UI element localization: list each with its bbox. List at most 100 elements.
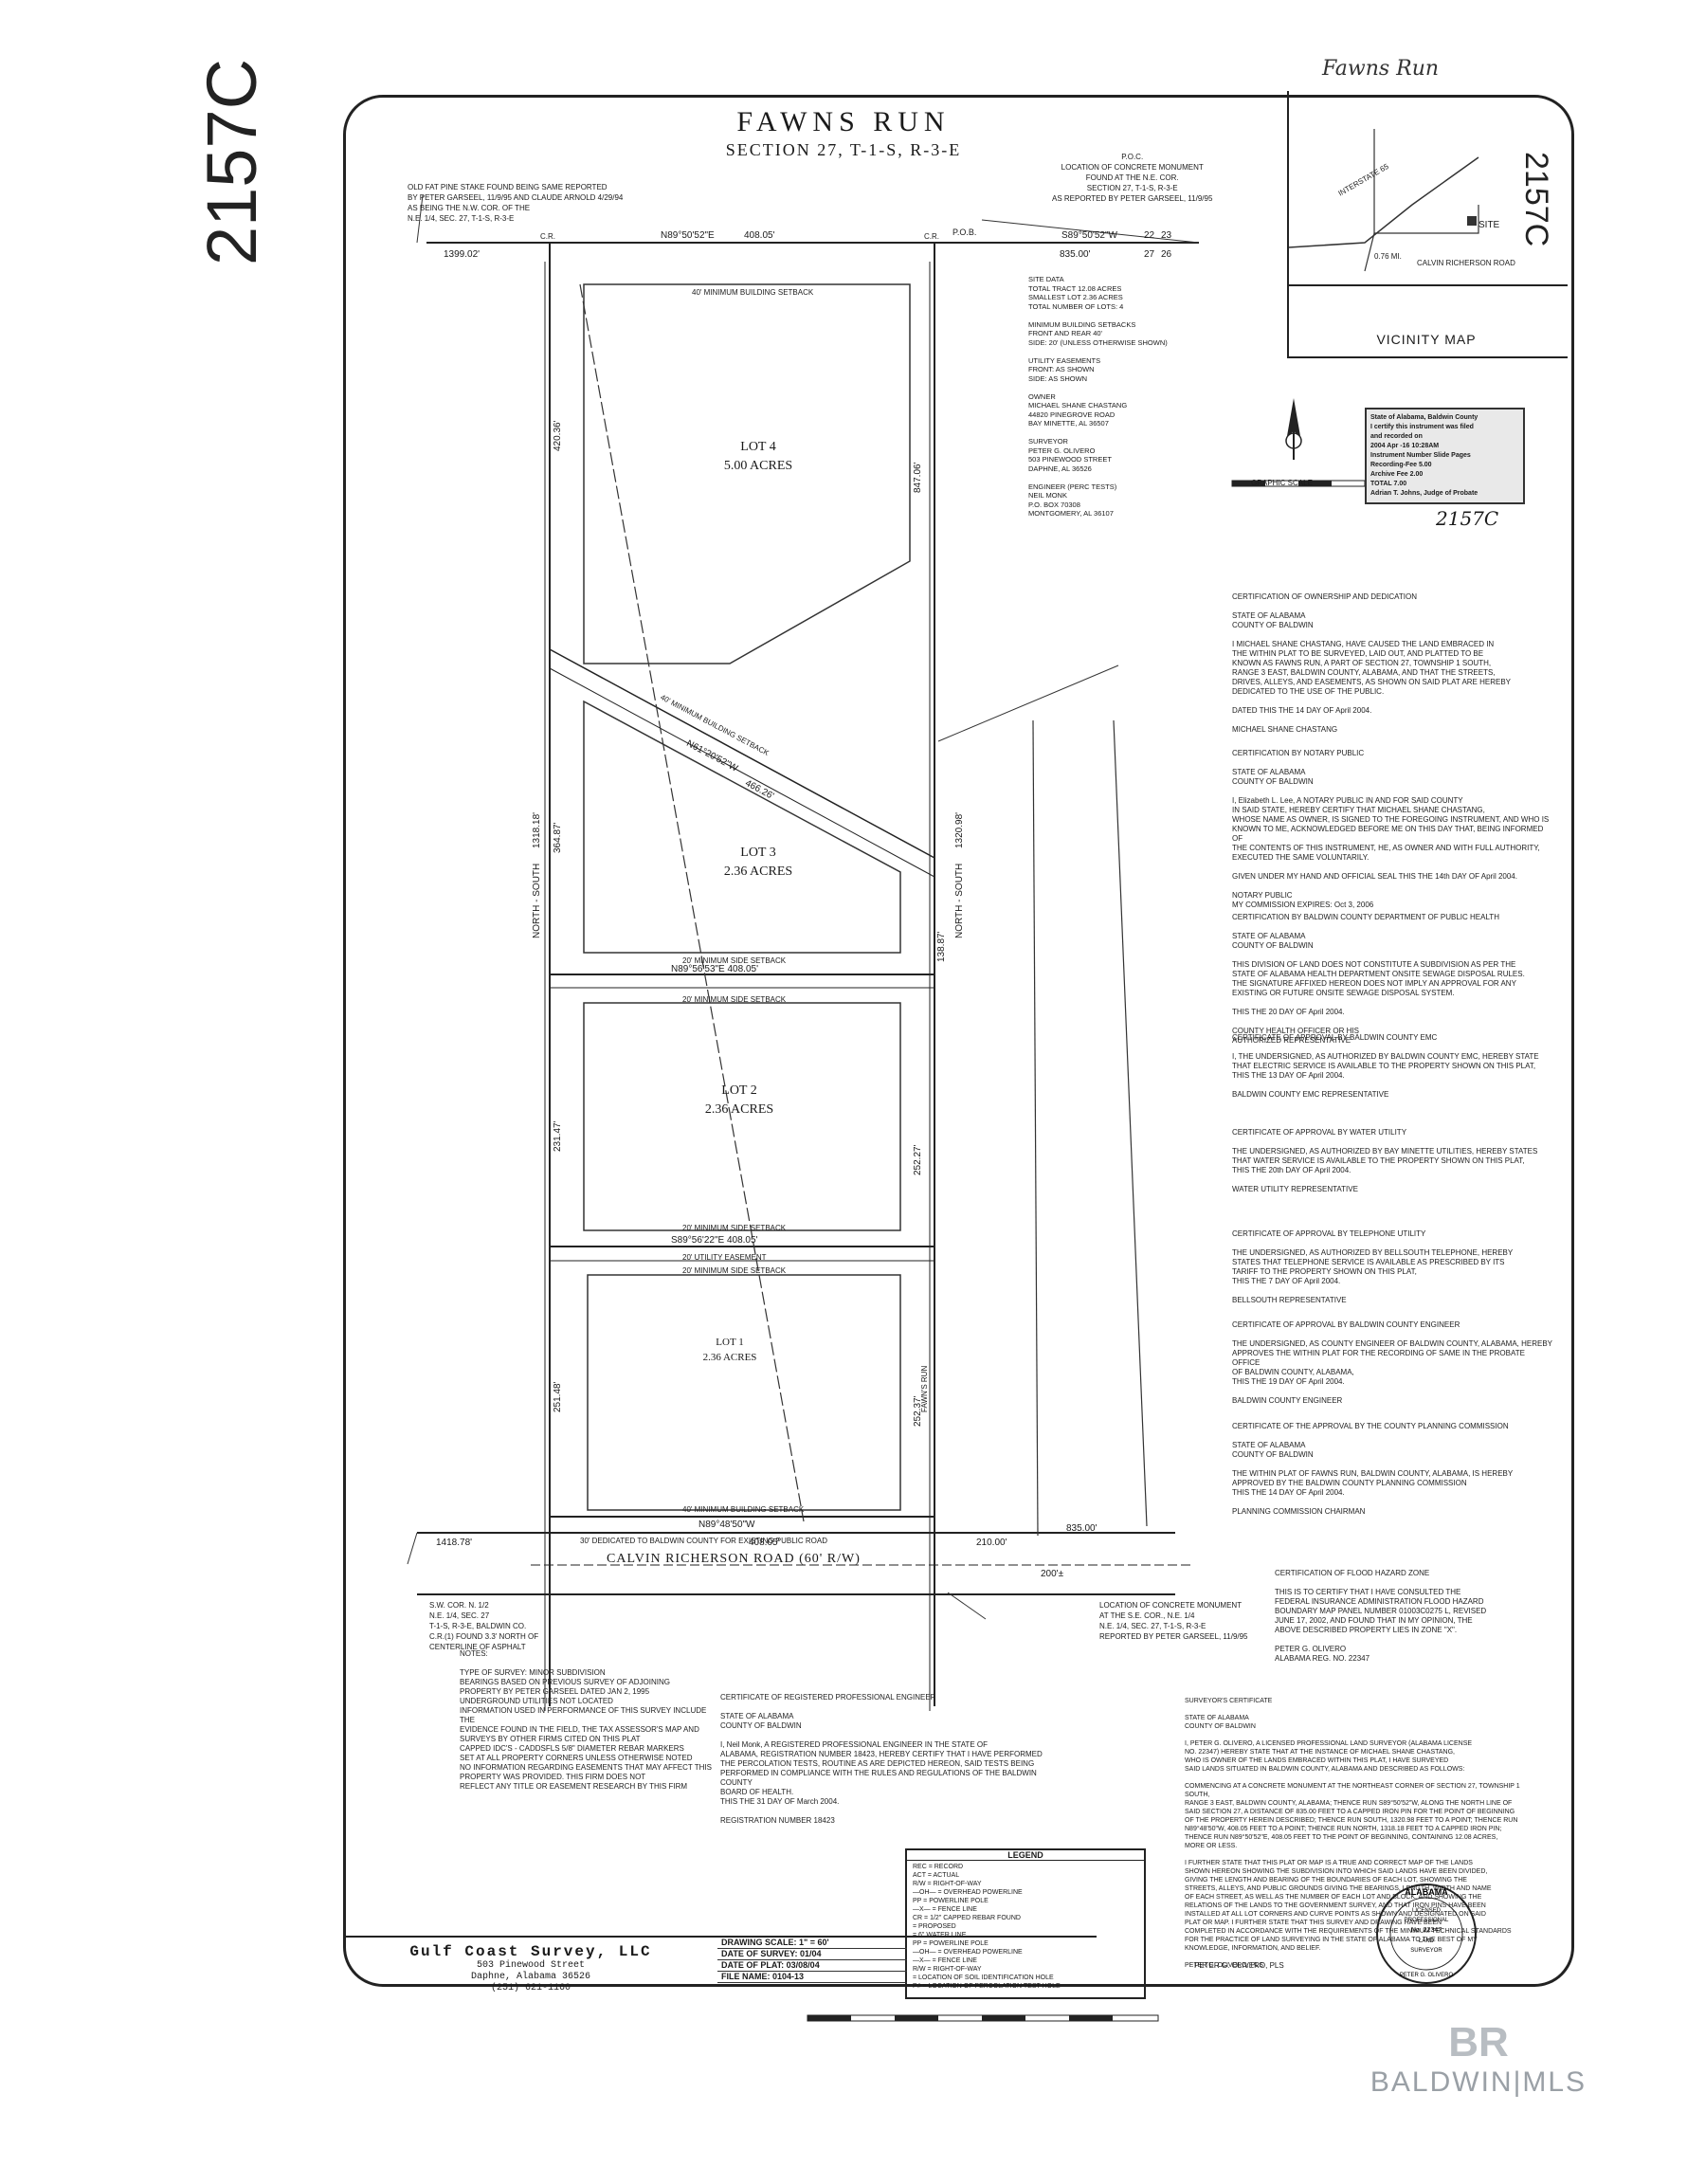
line-lot1-lot2: S89°56'22"E 408.05' (671, 1235, 758, 1246)
cert-notary: CERTIFICATION BY NOTARY PUBLIC STATE OF … (1232, 749, 1550, 909)
west-lot2-dim: 231.47' (553, 1120, 563, 1153)
recording-stamp-text: State of Alabama, Baldwin County I certi… (1370, 414, 1478, 497)
setback-side-lot3: 20' MINIMUM SIDE SETBACK (682, 956, 787, 965)
west-total-dim: 1318.18' (532, 811, 542, 848)
legend-box: LEGEND REC = RECORD ACT = ACTUAL R/W = R… (905, 1848, 1146, 1999)
lot-1-label: LOT 1 2.36 ACRES (654, 1335, 806, 1365)
cert-water: CERTIFICATE OF APPROVAL BY WATER UTILITY… (1232, 1128, 1538, 1193)
rotated-code-text: 2157C (1518, 152, 1554, 246)
west-lot4-dim: 420.36' (553, 420, 563, 452)
vicinity-map (1287, 91, 1568, 358)
east-lot2-dim: 252.27' (913, 1144, 923, 1176)
cert-planning: CERTIFICATE OF THE APPROVAL BY THE COUNT… (1232, 1422, 1514, 1516)
cert-county-engineer: CERTIFICATE OF APPROVAL BY BALDWIN COUNT… (1232, 1320, 1552, 1405)
sw-corner-note: S.W. COR. N. 1/2 N.E. 1/4, SEC. 27 T-1-S… (429, 1601, 539, 1651)
mls-watermark: BR BALDWIN|MLS (1336, 2019, 1621, 2099)
lot-4-area: 5.00 ACRES (723, 459, 793, 473)
handwritten-title: Fawns Run (1322, 57, 1440, 81)
south-far-ext: 835.00' (1066, 1523, 1097, 1534)
road-label: CALVIN RICHERSON ROAD (60' R/W) (607, 1552, 861, 1566)
cert-emc: CERTIFICATE OF APPROVAL BY BALDWIN COUNT… (1232, 1033, 1539, 1099)
lot-3-area: 2.36 ACRES (723, 864, 793, 879)
setback-front-lot4: 40' MINIMUM BUILDING SETBACK (692, 288, 814, 297)
vicinity-road2: CALVIN RICHERSON ROAD (1417, 259, 1515, 267)
plat-title: FAWNS RUN (736, 106, 951, 137)
lot-3-label: LOT 3 2.36 ACRES (682, 844, 834, 882)
north-ext-left: 1399.02' (444, 249, 481, 260)
lot-1-name: LOT 1 (716, 1337, 744, 1348)
seal-line1: LICENSED (1412, 1908, 1442, 1914)
south-right-ext: 210.00' (976, 1538, 1007, 1548)
setback-side-lot1: 20' MINIMUM SIDE SETBACK (682, 1266, 787, 1275)
company-phone: (251) 621-1160 (490, 1983, 571, 1993)
vicinity-map-drawing (1288, 129, 1568, 286)
rotated-code: 2157C (1518, 152, 1554, 246)
cert-telephone: CERTIFICATE OF APPROVAL BY TELEPHONE UTI… (1232, 1229, 1514, 1304)
title-block-table: DRAWING SCALE: 1" = 60' DATE OF SURVEY: … (717, 1938, 907, 1983)
watermark-text: BALDWIN|MLS (1370, 2066, 1587, 2098)
north-bearing-left: N89°50'52"E (661, 230, 715, 241)
nw-corner-note: OLD FAT PINE STAKE FOUND BEING SAME REPO… (408, 183, 624, 223)
recording-stamp: State of Alabama, Baldwin County I certi… (1365, 408, 1525, 504)
legend-title: LEGEND (907, 1850, 1144, 1861)
cert-flood: CERTIFICATION OF FLOOD HAZARD ZONE THIS … (1275, 1569, 1487, 1663)
utility-easement-lot1: 20' UTILITY EASEMENT (682, 1253, 767, 1262)
south-distance: 408.05' (749, 1538, 780, 1548)
south-left-ext: 1418.78' (436, 1538, 473, 1548)
date-of-survey: DATE OF SURVEY: 01/04 (717, 1949, 907, 1960)
east-lot4-dim: 847.06' (913, 462, 923, 494)
east-lot3-dim: 138.87' (936, 931, 947, 963)
west-lot3-dim: 364.87' (553, 822, 563, 854)
surveyor-seal-icon: ALABAMA LICENSED PROFESSIONAL No. 22347 … (1376, 1884, 1477, 1984)
east-total-dim: 1320.98' (954, 811, 965, 848)
surveyor-signature-line: PETER G. OLIVERO, PLS (1194, 1961, 1284, 1970)
seal-line5: SURVEYOR (1410, 1948, 1442, 1954)
company-city: Daphne, Alabama 36526 (470, 1972, 591, 1982)
lot-2-area: 2.36 ACRES (704, 1102, 774, 1117)
plat-notes: NOTES: TYPE OF SURVEY: MINOR SUBDIVISION… (460, 1649, 712, 1791)
west-north-south: NORTH - SOUTH (532, 863, 542, 938)
lot-4-label: LOT 4 5.00 ACRES (682, 438, 834, 476)
cert-health: CERTIFICATION BY BALDWIN COUNTY DEPARTME… (1232, 913, 1525, 1045)
poc-note: P.O.C. LOCATION OF CONCRETE MONUMENT FOU… (1052, 153, 1213, 203)
title-block (343, 1936, 1097, 1983)
plat-sheet-border (343, 95, 1574, 1987)
date-of-plat: DATE OF PLAT: 03/08/04 (717, 1960, 907, 1972)
cert-professional-engineer: CERTIFICATE OF REGISTERED PROFESSIONAL E… (720, 1693, 1043, 1825)
cert-surveyor: SURVEYOR'S CERTIFICATE STATE OF ALABAMA … (1185, 1698, 1520, 1969)
north-bearing-right: S89°50'52"W (1061, 230, 1117, 241)
west-lot1-dim: 251.48' (553, 1381, 563, 1413)
bottom-bar-scale (807, 2014, 1159, 2022)
vicinity-distance: 0.76 MI. (1374, 252, 1402, 261)
section-22: 22 (1144, 230, 1155, 241)
lot-1-area: 2.36 ACRES (702, 1352, 757, 1363)
company-street: 503 Pinewood Street (476, 1960, 586, 1971)
cr-label-left: C.R. (540, 232, 555, 241)
file-name: FILE NAME: 0104-13 (717, 1972, 907, 1983)
graphic-scale-label: GRAPHIC SCALE (1251, 479, 1313, 487)
se-corner-note: LOCATION OF CONCRETE MONUMENT AT THE S.E… (1099, 1601, 1248, 1641)
fawns-run-label: FAWN'S RUN (920, 1365, 929, 1412)
site-data: SITE DATA TOTAL TRACT 12.08 ACRES SMALLE… (1028, 275, 1168, 518)
setback-side-lot2-top: 20' MINIMUM SIDE SETBACK (682, 995, 787, 1004)
side-code-text: 2157C (192, 59, 271, 265)
south-bearing: N89°48'50"W (698, 1520, 755, 1530)
legend-items: REC = RECORD ACT = ACTUAL R/W = RIGHT-OF… (913, 1864, 1061, 1990)
section-23: 23 (1161, 230, 1172, 241)
seal-line3: No. 22347 (1411, 1927, 1442, 1934)
watermark-logo: BR (1448, 2019, 1509, 2066)
pob-label: P.O.B. (952, 228, 977, 237)
company-block: Gulf Coast Survey, LLC 503 Pinewood Stre… (360, 1943, 701, 1994)
dedicated-label: 30' DEDICATED TO BALDWIN COUNTY FOR EXIS… (580, 1537, 827, 1545)
section-27: 27 (1144, 249, 1155, 260)
north-arrow-icon (1287, 398, 1300, 436)
lot-3-name: LOT 3 (740, 846, 776, 860)
lot-2-label: LOT 2 2.36 ACRES (663, 1082, 815, 1119)
north-distance-right: 835.00' (1060, 249, 1091, 260)
north-distance-left: 408.05' (744, 230, 775, 241)
lot-2-name: LOT 2 (721, 1083, 757, 1098)
cr-label-right: C.R. (924, 232, 939, 241)
stamp-handwritten: 2157C (1436, 507, 1499, 530)
seal-top: ALABAMA (1405, 1887, 1448, 1897)
north-arrow-and-scale (1231, 398, 1366, 487)
